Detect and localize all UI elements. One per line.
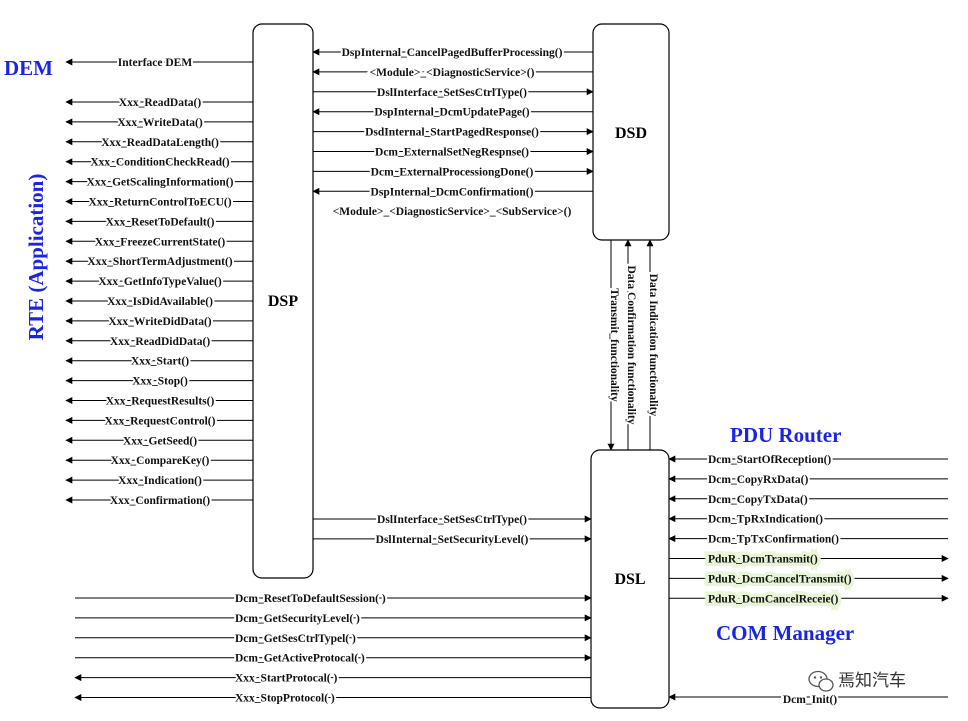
rte-interface-label: Xxx_ReadDataLength() bbox=[101, 137, 219, 149]
rte-interface-label: Xxx_ReturnControlToECU() bbox=[88, 197, 231, 209]
com-manager-title: COM Manager bbox=[716, 621, 854, 645]
rte-interface-label: Xxx_CompareKey() bbox=[111, 455, 210, 467]
rte-interface-label: Xxx_RequestControl() bbox=[105, 415, 216, 427]
rte-interface-label: Xxx_WriteDidData() bbox=[108, 316, 211, 328]
rte-interface-label: Xxx_ShortTermAdjustment() bbox=[87, 256, 232, 268]
dsp-dsl-interface-list: DslInterface_SetSesCtrlType() DslInternal… bbox=[313, 512, 592, 548]
rte-interface-label: Xxx_ResetToDefault() bbox=[106, 216, 215, 228]
dcm-init-label: Dcm_Init() bbox=[783, 694, 837, 706]
pdu-router-label: Dcm_TpTxConfirmation() bbox=[708, 534, 839, 546]
app-dsl-interface-list: Dcm_ResetToDefaultSession( ) Dcm_GetSecur… bbox=[74, 591, 592, 707]
app-dsl-label: Xxx_StartProtocal( ) bbox=[235, 673, 337, 685]
dsp-dsd-label: Dcm_ExternalProcessiongDone() bbox=[371, 166, 534, 178]
dem-title: DEM bbox=[4, 56, 53, 80]
rte-interface-label: Xxx_Stop() bbox=[132, 376, 188, 388]
pdu-router-label: Dcm_CopyRxData() bbox=[708, 474, 808, 486]
dsp-dsl-label: DslInterface_SetSesCtrlType() bbox=[377, 514, 527, 526]
rte-interface-label: Xxx_GetInfoTypeValue() bbox=[98, 276, 221, 288]
watermark-text: 焉知汽车 bbox=[838, 671, 906, 691]
app-dsl-label: Dcm_GetActiveProtocal( ) bbox=[235, 653, 365, 665]
dsp-dsd-label: Dcm_ExternalSetNegRespnse() bbox=[375, 147, 529, 159]
pdu-router-label: PduR_DcmCancelReceie() bbox=[708, 593, 838, 605]
rte-interface-label: Xxx_GetSeed() bbox=[123, 435, 197, 447]
rte-interface-label: Xxx_Confirmation() bbox=[110, 495, 210, 507]
pdu-router-label: Dcm_StartOfReception() bbox=[708, 454, 831, 466]
rte-interface-label: Xxx_IsDidAvailable() bbox=[107, 296, 213, 308]
dsd-label: DSD bbox=[615, 125, 647, 142]
rte-interface-label: Xxx_Start() bbox=[131, 356, 189, 368]
dsl-label: DSL bbox=[614, 571, 645, 588]
pdu-router-label: PduR_DcmCancelTransmit() bbox=[708, 573, 852, 585]
data-indication-label: Data Indication functionality bbox=[647, 274, 659, 417]
dsl-box bbox=[590, 449, 670, 709]
rte-interface-label: Xxx_ConditionCheckRead() bbox=[90, 157, 229, 169]
pdu-router-interface-list: Dcm_StartOfReception() Dcm_CopyRxData() Dc… bbox=[668, 452, 949, 609]
dsp-dsd-label: <Module>_<DiagnosticService>() bbox=[370, 67, 535, 79]
pdu-router-label: Dcm_TpRxIndication() bbox=[708, 514, 823, 526]
app-dsl-label: Dcm_GetSesCtrlTypel( ) bbox=[235, 633, 356, 645]
pdu-router-label: Dcm_CopyTxData() bbox=[708, 494, 808, 506]
rte-interface-label: Xxx_ReadDidData() bbox=[110, 336, 210, 348]
dsp-dsl-label: DslInternal_SetSecurityLevel() bbox=[376, 534, 529, 546]
dsp-dsd-label: DslInterface_SetSesCtrlType() bbox=[377, 87, 527, 99]
rte-interface-label: Xxx_RequestResults() bbox=[106, 396, 215, 408]
dsp-dsd-label: DspInternal_DcmConfirmation() bbox=[371, 186, 534, 198]
transmit-label: Transmit_functionality bbox=[608, 288, 620, 402]
wechat-icon bbox=[808, 670, 834, 692]
app-dsl-label: Dcm_GetSecurityLevel( ) bbox=[235, 613, 360, 625]
rte-title: RTE (Application) bbox=[24, 174, 48, 341]
app-dsl-label: Xxx_StopProtocol( ) bbox=[235, 693, 335, 705]
rte-interface-label: Xxx_Indication() bbox=[118, 475, 202, 487]
dsp-label: DSP bbox=[268, 293, 298, 310]
dsp-dsd-label: DspInternal_DcmUpdatePage() bbox=[374, 107, 529, 119]
pdu-router-title: PDU Router bbox=[730, 423, 841, 447]
data-confirmation-label: Data Confirmation functionality bbox=[625, 265, 637, 424]
dsp-dsd-label: DspInternal_CancelPagedBufferProcessing(… bbox=[342, 47, 563, 59]
rte-interface-label: Xxx_GetScalingInformation() bbox=[87, 177, 234, 189]
rte-interface-list: Xxx_ReadData() Xxx_WriteData() Xxx_ReadDat… bbox=[65, 95, 253, 509]
rte-interface-label: Xxx_ReadData() bbox=[119, 97, 202, 109]
rte-interface-label: Xxx_WriteData() bbox=[117, 117, 203, 129]
app-dsl-label: Dcm_ResetToDefaultSession( ) bbox=[235, 593, 386, 605]
dem-interface-label: Interface DEM bbox=[118, 57, 193, 69]
dsp-dsd-interface-list: DspInternal_CancelPagedBufferProcessing(… bbox=[312, 45, 594, 220]
dsp-dsd-label: DsdInternal_StartPagedResponse() bbox=[365, 127, 539, 139]
rte-interface-label: Xxx_FreezeCurrentState() bbox=[95, 236, 226, 248]
pdu-router-label: PduR_DcmTransmit() bbox=[708, 554, 818, 566]
dsp-dsd-label: <Module>_<DiagnosticService>_<SubService… bbox=[333, 206, 572, 218]
